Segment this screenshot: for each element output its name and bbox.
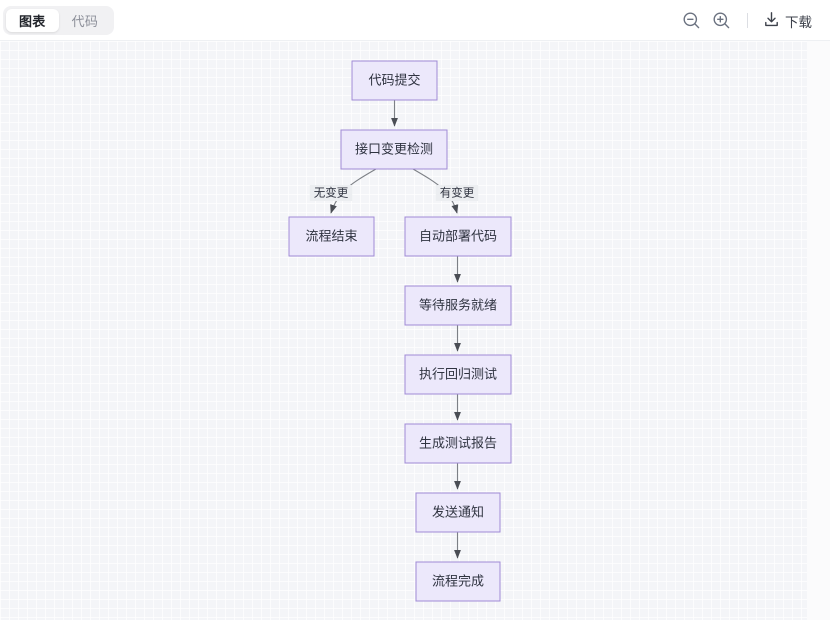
download-button[interactable]: 下载 bbox=[759, 7, 816, 35]
toolbar-divider bbox=[747, 13, 748, 28]
edge-label-background bbox=[435, 185, 479, 201]
node-label-n1: 代码提交 bbox=[368, 72, 420, 87]
node-label-n6: 执行回归测试 bbox=[419, 366, 497, 381]
node-box-n8[interactable] bbox=[415, 492, 501, 533]
tab-code-label: 代码 bbox=[71, 14, 99, 29]
node-box-n4[interactable] bbox=[404, 216, 512, 257]
flow-node[interactable]: 自动部署代码 bbox=[404, 216, 512, 257]
flow-node[interactable]: 接口变更检测 bbox=[340, 129, 448, 170]
flow-node[interactable]: 发送通知 bbox=[415, 492, 501, 533]
zoom-out-icon[interactable] bbox=[676, 6, 706, 36]
node-box-n5[interactable] bbox=[404, 285, 512, 326]
node-label-n2: 接口变更检测 bbox=[355, 141, 433, 156]
edge-label-background bbox=[309, 185, 353, 201]
node-label-n9: 流程完成 bbox=[432, 573, 484, 588]
download-icon bbox=[763, 11, 780, 31]
node-box-n7[interactable] bbox=[404, 423, 512, 464]
node-label-n3: 流程结束 bbox=[305, 228, 357, 243]
flow-node[interactable]: 等待服务就绪 bbox=[404, 285, 512, 326]
flow-node[interactable]: 执行回归测试 bbox=[404, 354, 512, 395]
toolbar-actions: 下载 bbox=[676, 0, 816, 41]
node-box-n3[interactable] bbox=[288, 216, 375, 257]
flow-node[interactable]: 代码提交 bbox=[351, 60, 438, 101]
edge-label: 无变更 bbox=[314, 186, 349, 200]
download-label: 下载 bbox=[785, 14, 812, 30]
edge-labels-layer: 无变更 有变更 bbox=[309, 185, 479, 201]
node-label-n4: 自动部署代码 bbox=[419, 228, 497, 243]
node-box-n1[interactable] bbox=[351, 60, 438, 101]
diagram-canvas[interactable]: 无变更 有变更 代码提交接口变更检测流程结束 自动部署代码等待服务就绪执行回归测试生… bbox=[0, 41, 807, 620]
node-box-n9[interactable] bbox=[415, 561, 501, 602]
edges-layer bbox=[330, 100, 461, 559]
flow-node[interactable]: 生成测试报告 bbox=[404, 423, 512, 464]
tab-chart[interactable]: 图表 bbox=[6, 9, 59, 32]
flow-node[interactable]: 流程完成 bbox=[415, 561, 501, 602]
node-label-n5: 等待服务就绪 bbox=[419, 297, 497, 312]
node-label-n7: 生成测试报告 bbox=[419, 435, 497, 450]
view-mode-tabs: 图表 代码 bbox=[3, 6, 115, 35]
node-box-n6[interactable] bbox=[404, 354, 512, 395]
zoom-in-icon[interactable] bbox=[706, 6, 736, 36]
node-box-n2[interactable] bbox=[340, 129, 448, 170]
flow-node[interactable]: 流程结束 bbox=[288, 216, 375, 257]
tab-code[interactable]: 代码 bbox=[59, 9, 112, 32]
edge-label: 有变更 bbox=[440, 186, 475, 200]
tab-chart-label: 图表 bbox=[19, 14, 46, 29]
canvas-right-padding bbox=[807, 41, 830, 620]
toolbar: 图表 代码 bbox=[0, 0, 830, 41]
node-label-n8: 发送通知 bbox=[432, 504, 484, 519]
